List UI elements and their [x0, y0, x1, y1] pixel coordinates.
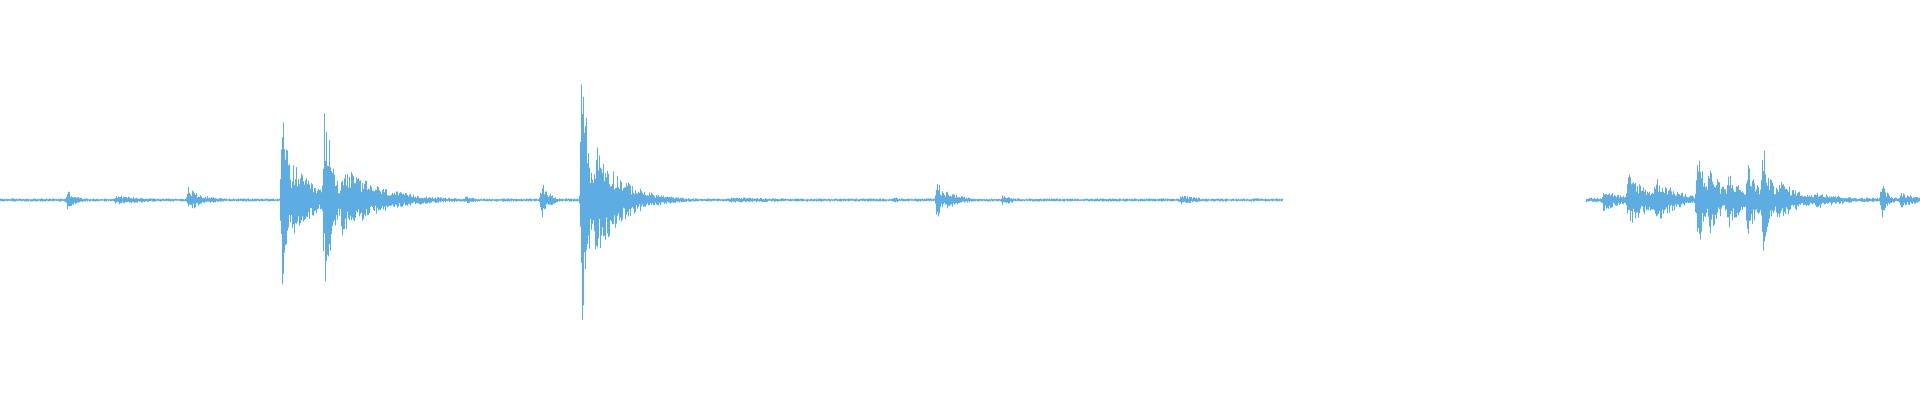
audio-segment-1: [0, 84, 1283, 320]
waveform-group: [0, 84, 1920, 320]
audio-segment-2: [1586, 150, 1920, 251]
